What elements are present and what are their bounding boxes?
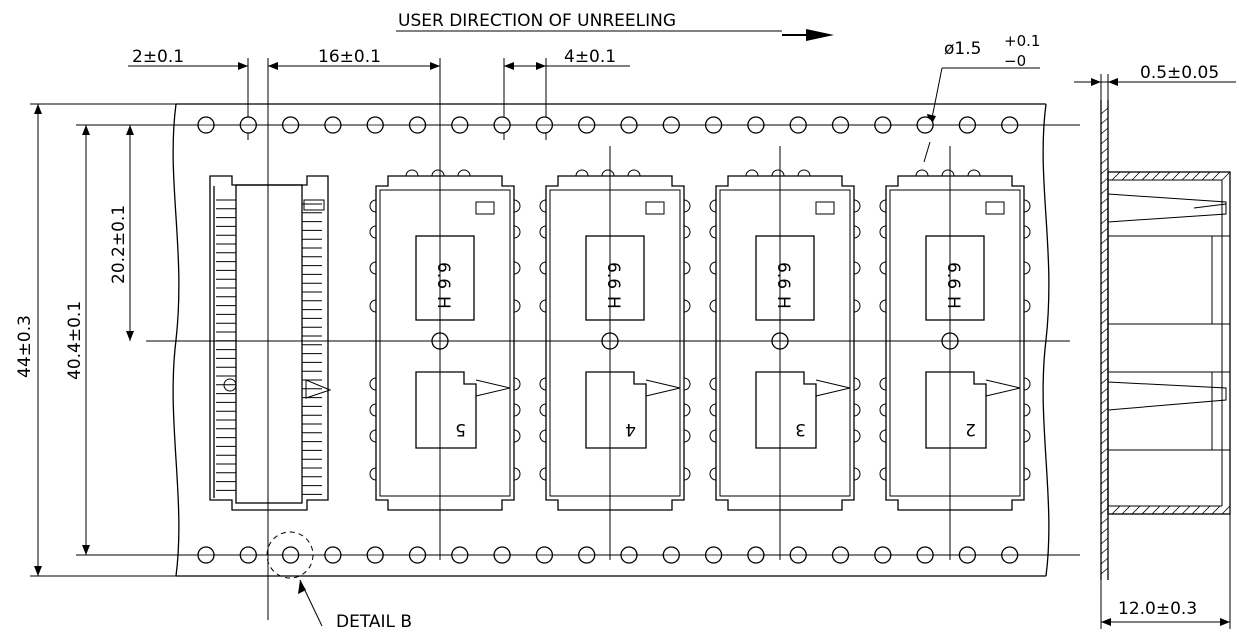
carrier-tape [146, 103, 1080, 577]
svg-text:40.4±0.1: 40.4±0.1 [65, 301, 85, 380]
dim-cover-tape-thickness: 0.5±0.05 [1074, 63, 1236, 180]
dim-tape-width: 44±0.3 [15, 103, 176, 577]
pocket-1: 6.6H 5 [369, 146, 521, 560]
svg-text:ø1.5: ø1.5 [944, 39, 981, 59]
svg-text:−0: −0 [1004, 52, 1026, 70]
svg-text:12.0±0.3: 12.0±0.3 [1118, 599, 1197, 619]
svg-text:+0.1: +0.1 [1004, 32, 1040, 50]
pocket-label-top: 6.6 [433, 262, 453, 289]
dim-sprocket-offset: 2±0.1 [128, 47, 290, 70]
pocket-3: 6.6H 3 [709, 146, 861, 560]
extension-lines [247, 58, 547, 620]
svg-text:DETAIL B: DETAIL B [336, 612, 412, 629]
connector-component [209, 175, 332, 511]
svg-text:20.2±0.1: 20.2±0.1 [109, 205, 129, 284]
svg-text:0.5±0.05: 0.5±0.05 [1140, 63, 1219, 83]
direction-label: USER DIRECTION OF UNREELING [398, 11, 676, 31]
sprocket-holes-bottom [195, 546, 1021, 564]
pocket-label-top: 6.6 [603, 262, 623, 289]
dim-pocket-center-distance: 20.2±0.1 [109, 125, 134, 341]
pocket-number: 2 [965, 419, 976, 439]
pocket-label-top: 6.6 [943, 262, 963, 289]
dim-hole-row-distance: 40.4±0.1 [65, 124, 200, 556]
pocket-4: 6.6H 2 [879, 146, 1031, 560]
direction-arrow [782, 29, 834, 41]
dim-hole-diameter: ø1.5 +0.1 −0 [923, 32, 1040, 163]
dim-hole-pitch: 4±0.1 [504, 47, 630, 70]
side-view [1100, 100, 1231, 580]
pocket-label-mid: H [603, 296, 623, 309]
detail-b-marker: DETAIL B [266, 531, 412, 629]
pocket-number: 4 [625, 419, 636, 439]
svg-text:2±0.1: 2±0.1 [132, 47, 184, 67]
svg-text:44±0.3: 44±0.3 [15, 315, 35, 378]
side-hatching [1100, 107, 1231, 575]
sprocket-holes-top [195, 116, 1021, 134]
svg-text:4±0.1: 4±0.1 [564, 47, 616, 67]
dim-pocket-pitch: 16±0.1 [268, 47, 440, 70]
pocket-number: 3 [795, 419, 806, 439]
pocket-label-top: 6.6 [773, 262, 793, 289]
svg-text:16±0.1: 16±0.1 [318, 47, 381, 67]
dim-side-width: 12.0±0.3 [1100, 514, 1231, 629]
pocket-label-mid: H [943, 296, 963, 309]
pocket-label-mid: H [773, 296, 793, 309]
pocket-number: 5 [455, 419, 466, 439]
pocket-label-mid: H [433, 296, 453, 309]
pocket-2: 6.6H 4 [539, 146, 691, 560]
